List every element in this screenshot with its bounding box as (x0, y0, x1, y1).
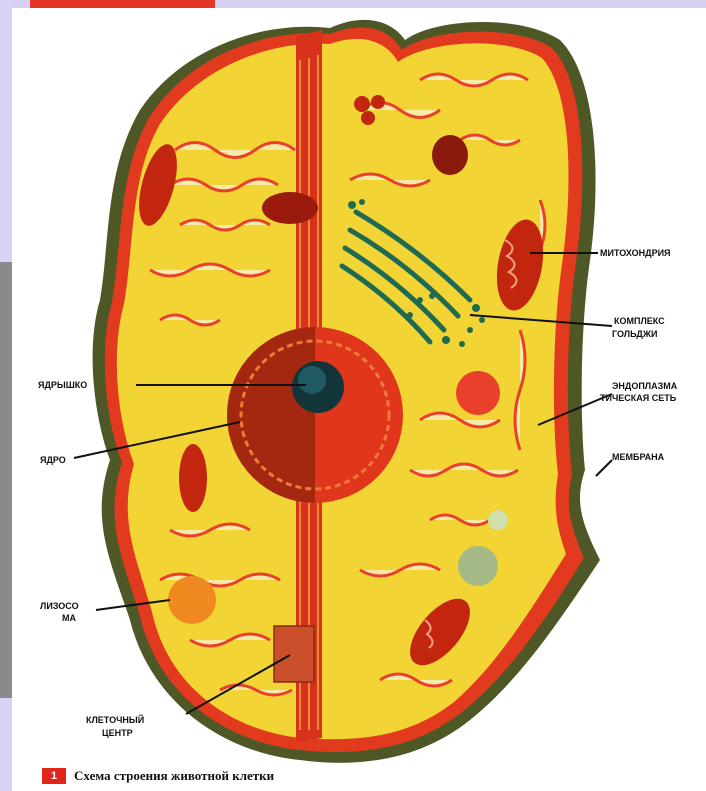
vacuole-green (458, 546, 498, 586)
centrosome (274, 626, 314, 682)
vacuole-small (488, 510, 508, 530)
label-golgi-line2: ГОЛЬДЖИ (612, 329, 657, 339)
vacuole-red (456, 371, 500, 415)
figure-caption: 1 Схема строения животной клетки (42, 767, 274, 785)
nucleolus (292, 361, 344, 413)
figure-caption-text: Схема строения животной клетки (74, 768, 274, 784)
label-nucleolus: ЯДРЫШКО (38, 380, 87, 390)
label-centrosome-line2: ЦЕНТР (102, 728, 133, 738)
label-lysosome-line2: МА (62, 613, 76, 623)
label-membrane: МЕМБРАНА (612, 452, 665, 462)
label-nucleus: ЯДРО (40, 455, 66, 465)
lysosome (168, 576, 216, 624)
label-mitochondria: МИТОХОНДРИЯ (600, 248, 671, 258)
label-lysosome-line1: ЛИЗОСО (40, 601, 79, 611)
nucleus (227, 327, 403, 503)
label-er-line2: ТИЧЕСКАЯ СЕТЬ (600, 393, 677, 403)
label-er-line1: ЭНДОПЛАЗМА (612, 381, 678, 391)
label-centrosome-line1: КЛЕТОЧНЫЙ (86, 714, 144, 725)
label-golgi-line1: КОМПЛЕКС (614, 316, 665, 326)
figure-number-badge: 1 (42, 768, 66, 784)
